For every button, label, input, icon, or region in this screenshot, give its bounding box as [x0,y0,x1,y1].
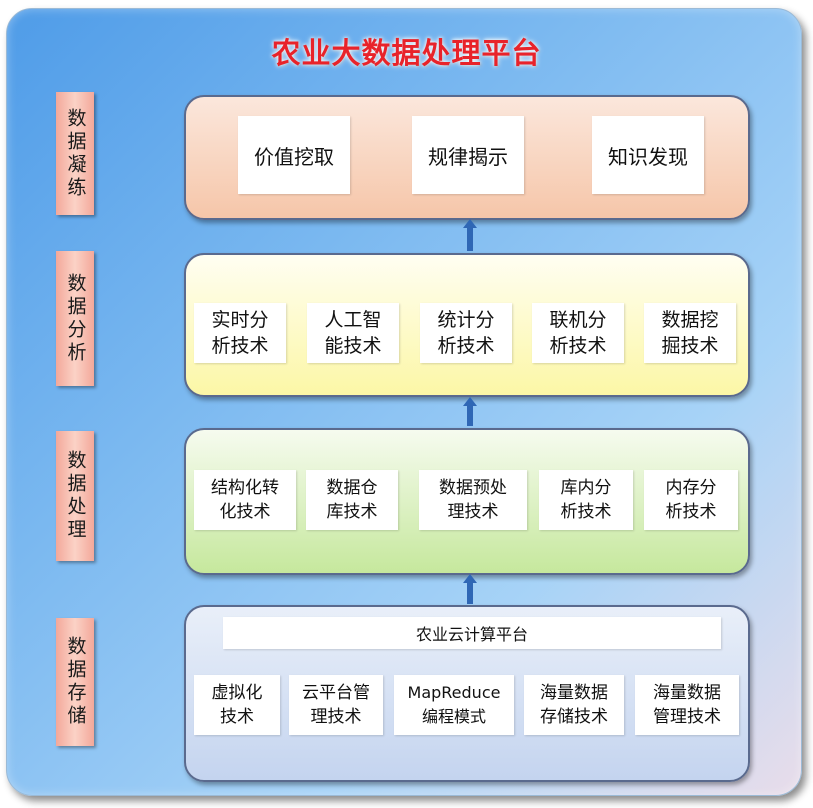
item-label: 规律揭示 [428,144,508,169]
item-cloud-management: 云平台管 理技术 [289,675,383,735]
item-pattern-reveal: 规律揭示 [412,116,524,194]
item-label: 海量数据 存储技术 [540,683,608,727]
item-realtime-analysis: 实时分 析技术 [194,303,286,363]
layer-label-analysis: 数据分析 [56,251,94,386]
item-ai-tech: 人工智 能技术 [307,303,399,363]
layer-label-refine: 数据凝练 [56,92,94,215]
cloud-platform-bar: 农业云计算平台 [223,617,721,649]
item-label: 数据仓 库技术 [326,478,378,522]
item-label: 库内分 析技术 [560,478,612,522]
item-massive-management: 海量数据 管理技术 [635,675,739,735]
item-massive-storage: 海量数据 存储技术 [524,675,624,735]
item-label: 实时分 析技术 [211,309,269,357]
item-mapreduce: MapReduce 编程模式 [394,675,514,735]
flow-arrow-up-icon [463,397,477,426]
item-data-mining: 数据挖 掘技术 [644,303,736,363]
item-label: 结构化转 化技术 [211,478,279,522]
item-knowledge-discovery: 知识发现 [592,116,704,194]
tier-data-storage: 农业云计算平台 虚拟化 技术 云平台管 理技术 MapReduce 编程模式 海… [184,605,750,782]
item-in-db-analysis: 库内分 析技术 [539,470,633,530]
item-label: 联机分 析技术 [549,309,607,357]
item-structuring: 结构化转 化技术 [194,470,296,530]
flow-arrow-up-icon [463,219,477,251]
tier-data-analysis: 实时分 析技术 人工智 能技术 统计分 析技术 联机分 析技术 数据挖 掘技术 [184,253,750,397]
item-data-warehouse: 数据仓 库技术 [306,470,398,530]
item-label: 数据挖 掘技术 [661,309,719,357]
item-value-extraction: 价值挖取 [238,116,350,194]
item-label: 统计分 析技术 [437,309,495,357]
layer-label-storage: 数据存储 [56,618,94,746]
item-label: 数据预处 理技术 [439,478,507,522]
item-virtualization: 虚拟化 技术 [194,675,280,735]
item-statistical-analysis: 统计分 析技术 [420,303,512,363]
item-in-memory-analysis: 内存分 析技术 [644,470,738,530]
item-label: 云平台管 理技术 [302,683,370,727]
item-label: 内存分 析技术 [665,478,717,522]
tier-data-processing: 结构化转 化技术 数据仓 库技术 数据预处 理技术 库内分 析技术 内存分 析技… [184,428,750,575]
item-label: 虚拟化 技术 [211,683,263,727]
item-label: MapReduce 编程模式 [407,683,501,726]
item-label: 人工智 能技术 [324,309,382,357]
flow-arrow-up-icon [463,574,477,604]
layer-label-process: 数据处理 [56,431,94,561]
item-preprocessing: 数据预处 理技术 [419,470,527,530]
platform-label: 农业云计算平台 [415,625,528,644]
diagram-title: 农业大数据处理平台 [271,36,542,70]
item-label: 价值挖取 [254,144,334,169]
item-label: 知识发现 [608,144,688,169]
tier-data-refinement: 价值挖取 规律揭示 知识发现 [184,95,750,220]
item-olap: 联机分 析技术 [532,303,624,363]
item-label: 海量数据 管理技术 [653,683,721,727]
